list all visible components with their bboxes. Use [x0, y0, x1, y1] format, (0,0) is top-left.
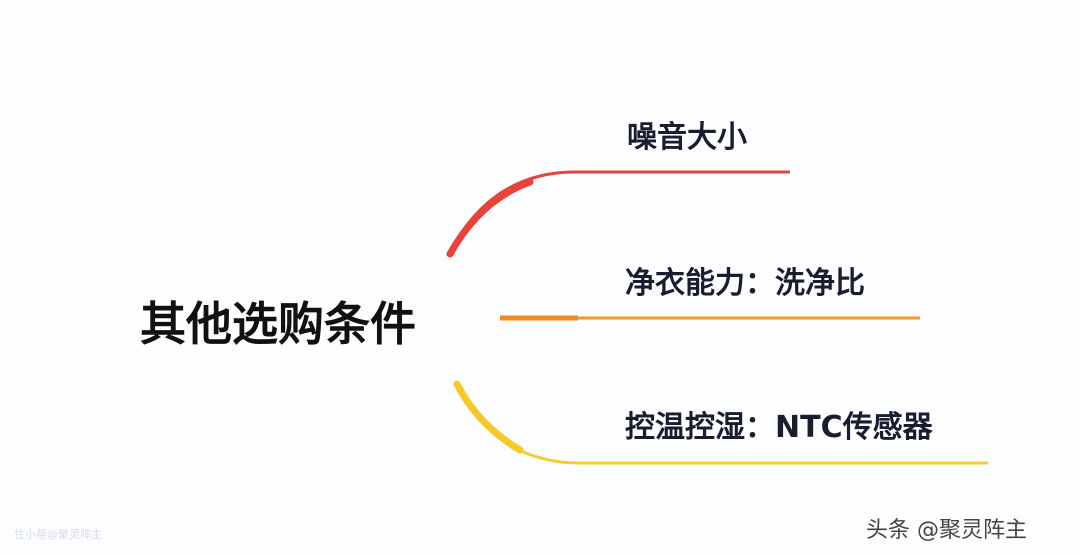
root-node: 其他选购条件	[140, 297, 416, 351]
watermark-left: 住小帮@聚灵阵主	[14, 528, 102, 541]
branch-node-cleaning: 净衣能力：洗净比	[625, 266, 865, 301]
branch-node-noise: 噪音大小	[627, 120, 747, 155]
branch-line-1	[446, 170, 790, 257]
watermark-right: 头条 @聚灵阵主	[866, 518, 1027, 543]
branch-line-1-taper	[446, 178, 534, 258]
branch-line-3-taper	[453, 380, 524, 454]
branch-node-temperature: 控温控湿：NTC传感器	[625, 410, 933, 445]
